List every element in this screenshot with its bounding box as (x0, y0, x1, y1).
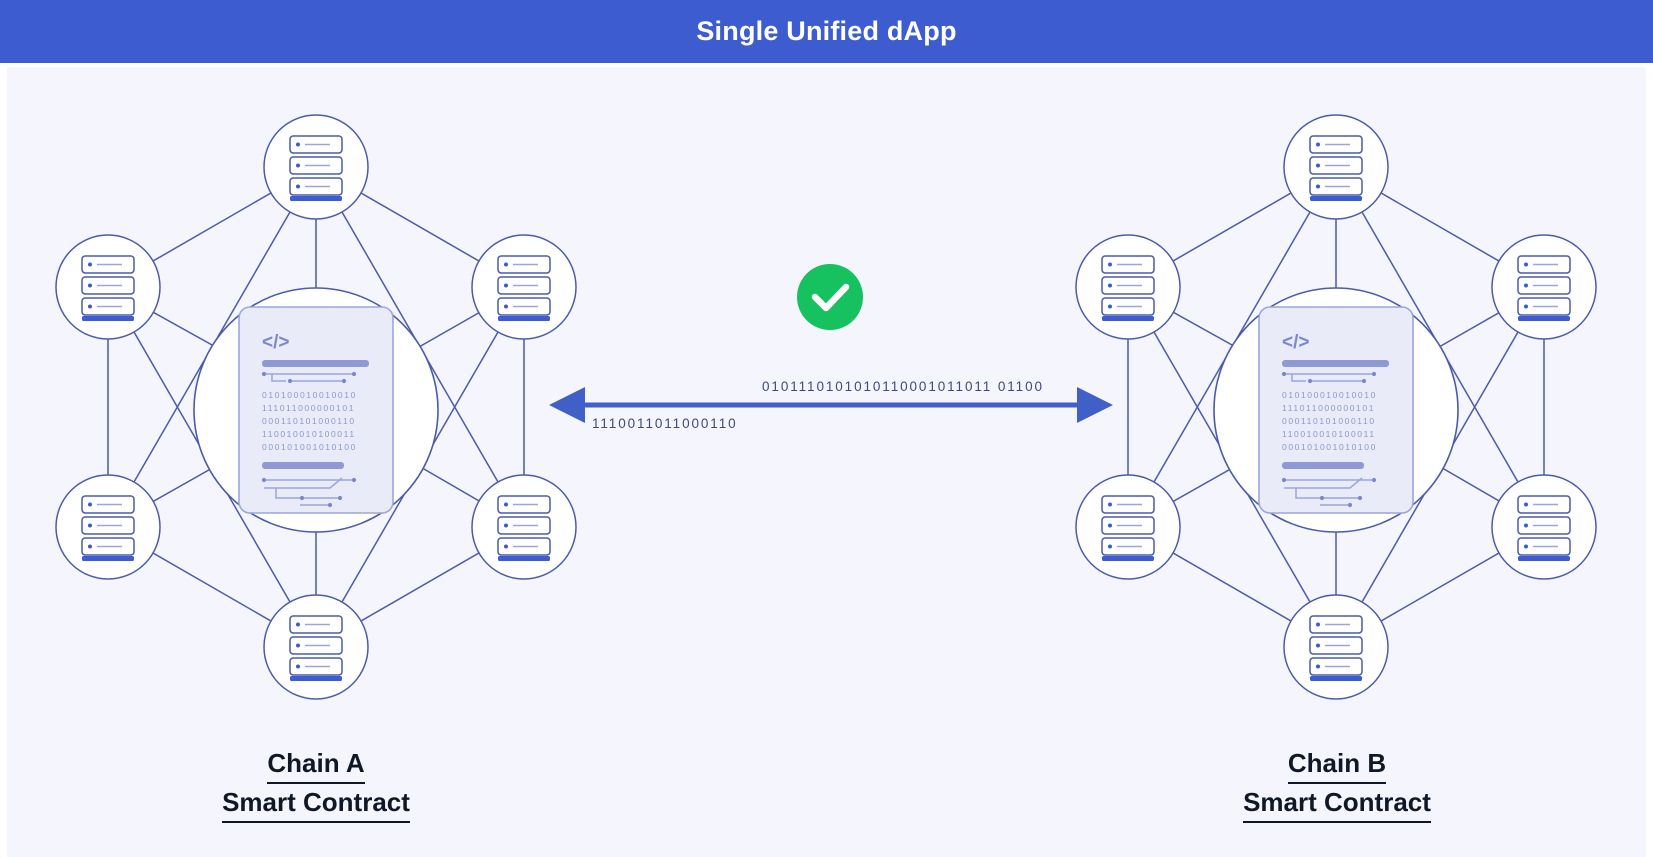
chain-b-label: Chain B Smart Contract (1127, 745, 1547, 823)
server-stack-icon (81, 495, 135, 562)
server-stack-icon (289, 615, 343, 682)
server-stack-icon (1101, 255, 1155, 322)
check-icon (811, 283, 850, 312)
chain-b-node (1491, 474, 1597, 580)
page-title: Single Unified dApp (696, 16, 957, 46)
chain-b-node (1283, 594, 1389, 700)
chain-a-node (471, 474, 577, 580)
chain-a-network (55, 114, 577, 700)
chain-b-node (1075, 234, 1181, 340)
canvas-right-margin (1646, 67, 1653, 857)
server-stack-icon (1101, 495, 1155, 562)
server-stack-icon (497, 255, 551, 322)
server-stack-icon (81, 255, 135, 322)
chain-b-node (1075, 474, 1181, 580)
chain-b-label-line1: Chain B (1287, 745, 1387, 784)
header-bar: Single Unified dApp (0, 0, 1653, 63)
chain-a-node (55, 234, 161, 340)
chain-a-node (471, 234, 577, 340)
server-stack-icon (289, 135, 343, 202)
server-stack-icon (1517, 255, 1571, 322)
canvas-left-margin (0, 67, 7, 857)
chain-b-network (1075, 114, 1597, 700)
chain-a-label-line2: Smart Contract (222, 784, 410, 823)
server-stack-icon (1309, 615, 1363, 682)
server-stack-icon (1517, 495, 1571, 562)
bridge-binary-bottom: 1110011011000110 (592, 416, 738, 431)
chain-a-label-line1: Chain A (267, 745, 365, 784)
chain-b-node (1283, 114, 1389, 220)
chain-a-contract-card (238, 306, 394, 514)
chain-b-label-line2: Smart Contract (1243, 784, 1431, 823)
bridge-arrow (549, 387, 1113, 423)
server-stack-icon (497, 495, 551, 562)
chain-b-node (1491, 234, 1597, 340)
arrow-head-right-icon (1077, 387, 1113, 423)
status-badge (797, 264, 863, 330)
bridge-binary-top: 0101110101010110001011011 01100 (762, 379, 1044, 394)
server-stack-icon (1309, 135, 1363, 202)
chain-a-label: Chain A Smart Contract (106, 745, 526, 823)
arrow-head-left-icon (549, 387, 585, 423)
chain-a-node (55, 474, 161, 580)
chain-a-node (263, 594, 369, 700)
chain-b-contract-card (1258, 306, 1414, 514)
chain-a-node (263, 114, 369, 220)
